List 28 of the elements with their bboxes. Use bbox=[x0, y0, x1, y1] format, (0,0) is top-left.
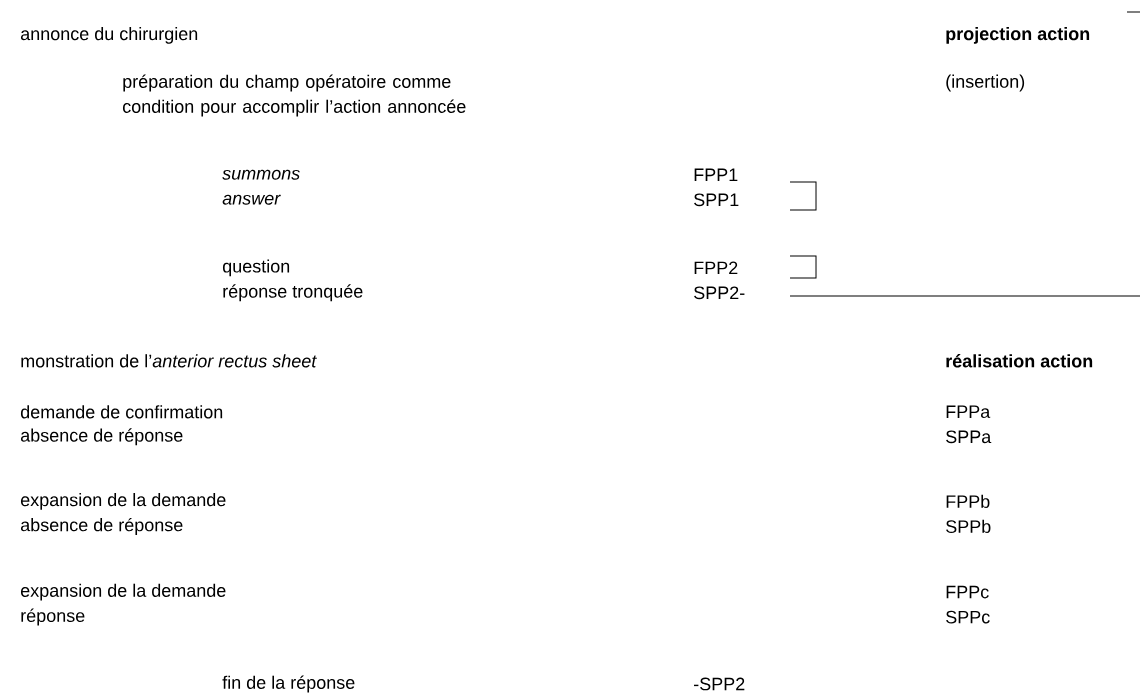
label-text: préparation du champ opératoire comme condition pour accomplir l’action annoncée bbox=[122, 74, 466, 117]
label-text: FPPb bbox=[946, 494, 990, 508]
label-text: fin de la réponse bbox=[222, 675, 355, 693]
label-text: FPPc bbox=[946, 585, 989, 599]
label-text: -SPP2 bbox=[694, 677, 745, 691]
label-text: SPPb bbox=[946, 519, 991, 533]
label-text: demande de confirmation bbox=[20, 405, 223, 419]
label-text: expansion de la demande bbox=[20, 493, 226, 510]
label-text: answer bbox=[222, 194, 281, 205]
label-text: monstration de l’anterior rectus sheet bbox=[21, 354, 317, 368]
label-text: FPP1 bbox=[694, 168, 738, 181]
label-text: absence de réponse bbox=[20, 517, 183, 535]
label-text: SPP2- bbox=[694, 286, 745, 300]
label-text: question bbox=[222, 259, 290, 277]
label-text: FPPa bbox=[946, 405, 991, 419]
label-text: FPP2 bbox=[694, 261, 738, 275]
label-text: réponse bbox=[21, 608, 85, 626]
label-text: expansion de la demande bbox=[20, 583, 226, 601]
label-text: réalisation action bbox=[946, 354, 1093, 368]
label-text: SPP1 bbox=[694, 193, 739, 207]
label-text: SPPa bbox=[946, 430, 992, 444]
label-text: absence de réponse bbox=[20, 428, 183, 446]
label-text: projection action bbox=[946, 27, 1090, 44]
label-text: annonce du chirurgien bbox=[20, 27, 198, 44]
label-text: summons bbox=[222, 169, 300, 180]
label-text: réponse tronquée bbox=[223, 284, 363, 302]
label-text: SPPc bbox=[946, 610, 990, 624]
label-text: (insertion) bbox=[946, 74, 1025, 92]
